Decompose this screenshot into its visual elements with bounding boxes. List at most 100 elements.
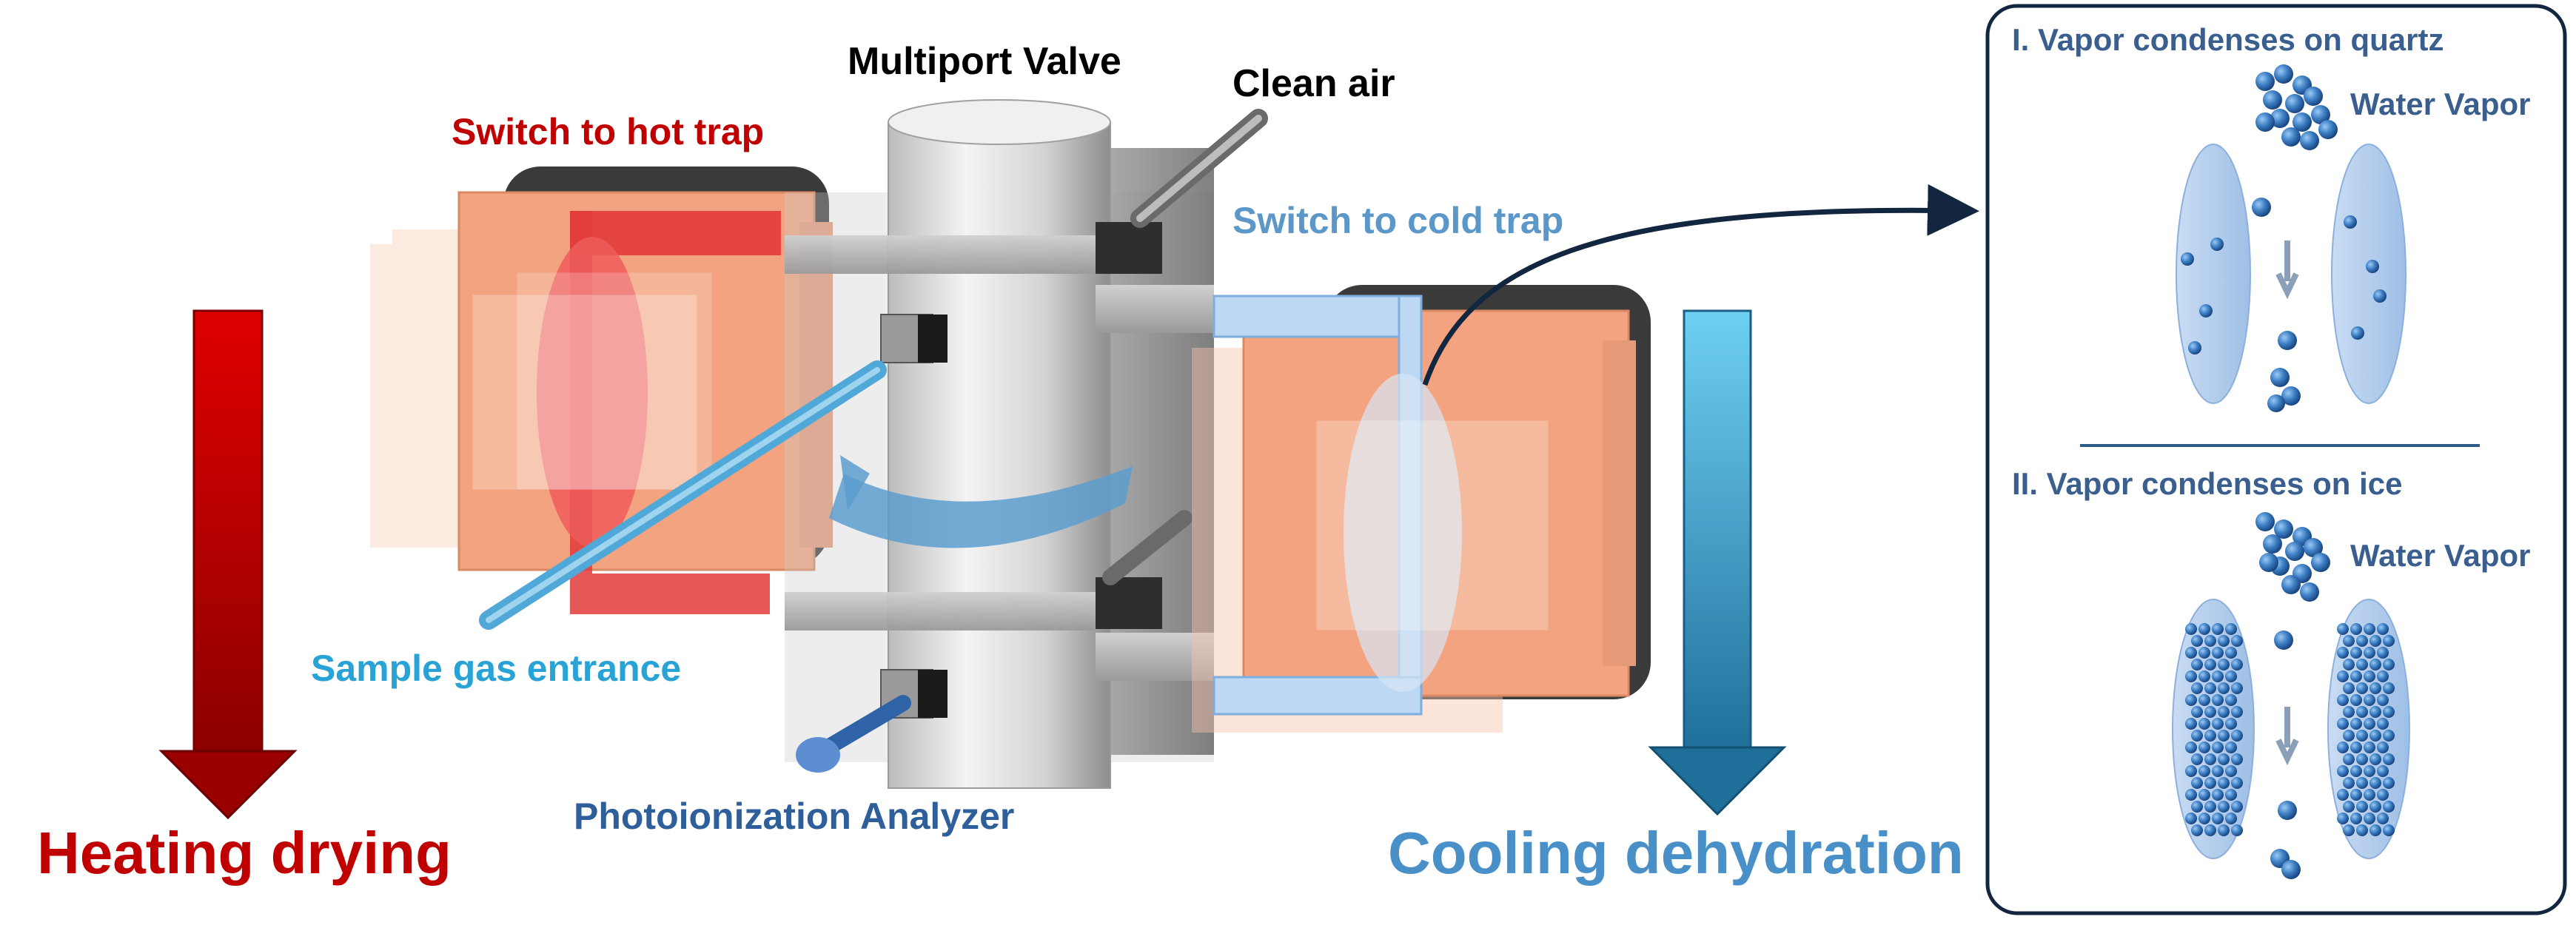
water-molecule <box>2369 659 2381 670</box>
water-molecule <box>2364 718 2375 730</box>
water-molecule <box>2377 765 2389 777</box>
water-molecule <box>2377 742 2389 753</box>
water-molecule <box>2255 72 2275 91</box>
water-molecule <box>2356 801 2368 813</box>
water-molecule <box>2304 538 2323 557</box>
switch-cold-label: Switch to cold trap <box>1232 200 1563 241</box>
water-molecule <box>2364 623 2375 635</box>
water-molecule <box>2204 753 2216 765</box>
water-molecule <box>2383 730 2395 742</box>
water-molecule <box>2343 753 2355 765</box>
water-molecule <box>2281 860 2301 879</box>
water-molecule <box>2204 635 2216 647</box>
sample-gas-tube <box>479 360 887 630</box>
water-molecule <box>2225 718 2237 730</box>
water-molecule <box>2337 789 2349 801</box>
water-molecule <box>2350 694 2362 706</box>
water-molecule <box>2198 694 2210 706</box>
water-molecule <box>2356 824 2368 836</box>
water-molecule <box>2191 682 2203 694</box>
water-molecule <box>2350 647 2362 659</box>
water-molecule <box>2212 813 2224 824</box>
water-molecule <box>2212 694 2224 706</box>
water-molecule <box>2185 742 2197 753</box>
water-molecule <box>2337 718 2349 730</box>
water-molecule <box>2356 659 2368 670</box>
water-molecule <box>2343 635 2355 647</box>
water-molecule <box>2225 647 2237 659</box>
water-molecule <box>2337 742 2349 753</box>
water-molecule <box>2318 120 2338 139</box>
water-molecule <box>2185 789 2197 801</box>
water-molecule <box>2337 765 2349 777</box>
water-molecule <box>2198 670 2210 682</box>
water-molecule <box>2185 647 2197 659</box>
water-molecule <box>2259 553 2278 572</box>
water-molecule <box>2212 742 2224 753</box>
water-molecule <box>2350 623 2362 635</box>
water-molecule <box>2337 670 2349 682</box>
multiport-valve-label: Multiport Valve <box>848 40 1121 83</box>
water-molecule <box>2281 575 2301 594</box>
water-molecule <box>2364 670 2375 682</box>
water-molecule <box>2198 647 2210 659</box>
water-molecule <box>2212 623 2224 635</box>
water-molecule <box>2204 730 2216 742</box>
water-molecule <box>2356 706 2368 718</box>
water-molecule <box>2364 742 2375 753</box>
water-molecule <box>2198 623 2210 635</box>
water-molecule <box>2185 765 2197 777</box>
water-molecule <box>2263 90 2282 110</box>
water-molecule <box>2343 706 2355 718</box>
quartz-plate-right <box>2331 144 2406 404</box>
water-molecule <box>2255 112 2275 132</box>
cooling-arrow <box>1648 309 1787 816</box>
water-molecule <box>2218 753 2230 765</box>
water-molecule <box>2343 659 2355 670</box>
water-molecule <box>2377 670 2389 682</box>
water-molecule <box>2377 789 2389 801</box>
water-molecule <box>2311 553 2330 572</box>
water-molecule <box>2218 824 2230 836</box>
water-molecule <box>2377 694 2389 706</box>
water-molecule <box>2231 824 2243 836</box>
water-molecule <box>2364 765 2375 777</box>
water-molecule <box>2191 659 2203 670</box>
water-molecule <box>2204 659 2216 670</box>
water-molecule <box>2225 623 2237 635</box>
water-molecule <box>2369 753 2381 765</box>
water-molecule <box>2185 694 2197 706</box>
water-molecule <box>2383 801 2395 813</box>
inset-panel1-vapor: Water Vapor <box>2350 87 2531 121</box>
water-molecule <box>2185 670 2197 682</box>
water-molecule <box>2364 813 2375 824</box>
water-molecule <box>2337 694 2349 706</box>
water-molecule <box>2350 789 2362 801</box>
water-molecule <box>2337 623 2349 635</box>
water-molecule <box>2364 647 2375 659</box>
water-molecule <box>2369 777 2381 789</box>
water-molecule <box>2198 765 2210 777</box>
water-molecule <box>2350 765 2362 777</box>
water-molecule <box>2231 777 2243 789</box>
water-molecule <box>2343 682 2355 694</box>
water-molecule <box>2231 730 2243 742</box>
water-molecule <box>2356 753 2368 765</box>
water-molecule <box>2383 659 2395 670</box>
inset-panel <box>1985 4 2567 915</box>
inset-panel2-vapor: Water Vapor <box>2350 538 2531 573</box>
inset-panel2-title: II. Vapor condenses on ice <box>2012 466 2403 501</box>
water-molecule <box>2274 520 2293 539</box>
water-molecule <box>2218 730 2230 742</box>
water-molecule <box>2369 730 2381 742</box>
water-molecule <box>2278 801 2297 820</box>
clean-air-label: Clean air <box>1232 62 1395 105</box>
water-molecule <box>2311 105 2330 124</box>
water-molecules <box>2181 64 2395 879</box>
water-molecule <box>2343 824 2355 836</box>
water-molecule <box>2225 670 2237 682</box>
water-molecule <box>2366 260 2379 273</box>
water-molecule <box>2274 64 2293 84</box>
water-molecule <box>2356 635 2368 647</box>
